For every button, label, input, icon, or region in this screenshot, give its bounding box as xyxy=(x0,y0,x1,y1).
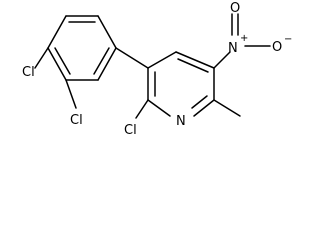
phenyl-bond-3 xyxy=(97,47,117,81)
phenyl-bond-2 xyxy=(97,15,117,49)
atom-cl-pyridine: Cl xyxy=(124,123,137,138)
pyridine-bond-4 xyxy=(193,99,215,117)
bond-to-methyl xyxy=(213,99,241,117)
pyridine-bond-5 xyxy=(147,99,171,117)
molecule-structure-diagram: Cl Cl Cl N N + O O − xyxy=(22,1,293,138)
atom-cl-bottom: Cl xyxy=(70,113,83,128)
pyridine-bond-2 xyxy=(175,51,215,69)
pyridine-double-bond-1 xyxy=(177,58,209,73)
bond-to-nitro-n xyxy=(213,51,231,69)
bond-to-cl-top xyxy=(34,47,49,69)
phenyl-double-bond-3 xyxy=(54,47,71,75)
phenyl-double-bond-2 xyxy=(93,47,110,75)
atom-n-nitro: N xyxy=(228,41,238,56)
bond-to-cl-bottom xyxy=(65,79,77,109)
nitro-plus-charge: + xyxy=(240,33,248,44)
atom-o-nitro-top: O xyxy=(230,1,240,16)
atom-n-pyridine: N xyxy=(176,114,186,129)
atom-o-nitro-right: O xyxy=(272,40,282,55)
phenyl-bond-6 xyxy=(47,15,67,49)
biaryl-bond xyxy=(115,47,149,69)
bond-to-pyridine-cl xyxy=(135,99,149,119)
phenyl-bond-5 xyxy=(47,47,67,81)
nitro-minus-charge: − xyxy=(284,34,292,45)
pyridine-bond-1 xyxy=(147,51,177,69)
atom-cl-top: Cl xyxy=(22,65,35,80)
pyridine-double-bond-2 xyxy=(191,95,208,109)
molecule-drawing: Cl Cl Cl N N + O O − xyxy=(22,1,292,138)
